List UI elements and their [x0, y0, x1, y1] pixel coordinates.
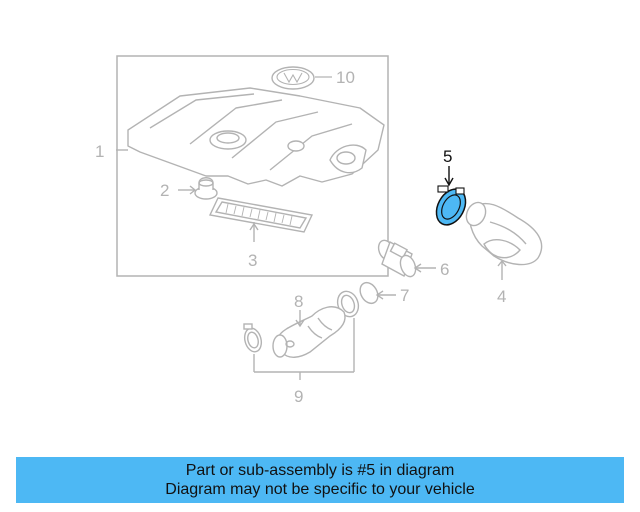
part-9-clamps[interactable] — [242, 318, 355, 380]
callout-4: 4 — [497, 287, 506, 306]
callout-10: 10 — [336, 68, 355, 87]
callout-1: 1 — [95, 142, 104, 161]
callout-7: 7 — [400, 286, 409, 305]
callout-8: 8 — [294, 292, 303, 311]
callout-3: 3 — [248, 251, 257, 270]
part-3-air-filter[interactable] — [208, 197, 314, 242]
info-banner: Part or sub-assembly is #5 in diagram Di… — [16, 457, 624, 503]
part-5-clamp[interactable] — [431, 166, 472, 230]
part-7-o-ring[interactable] — [357, 279, 396, 306]
parts-diagram: 10 1 2 3 5 — [95, 55, 543, 406]
part-1-engine-cover[interactable] — [116, 87, 385, 187]
banner-line-1: Part or sub-assembly is #5 in diagram — [185, 462, 455, 479]
callout-9: 9 — [294, 387, 303, 406]
group-frame — [116, 55, 389, 277]
part-4-elbow-duct[interactable] — [463, 199, 543, 280]
callout-2: 2 — [160, 181, 169, 200]
callout-6: 6 — [440, 260, 449, 279]
banner-line-2: Diagram may not be specific to your vehi… — [165, 481, 475, 498]
part-10-emblem[interactable] — [271, 66, 332, 90]
callout-5: 5 — [443, 147, 452, 166]
part-8-intake-hose[interactable] — [272, 288, 362, 358]
part-2-grommet[interactable] — [178, 177, 218, 200]
part-6-maf-sensor[interactable] — [376, 238, 436, 279]
